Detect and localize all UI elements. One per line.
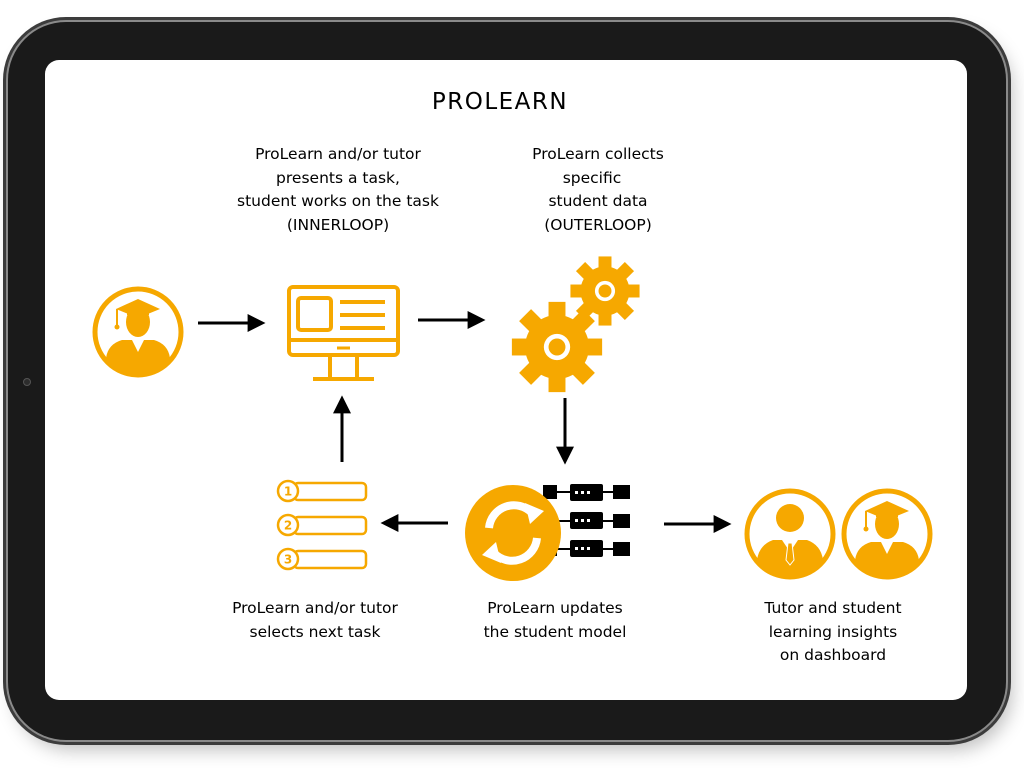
caption-update-model: ProLearn updates the student model bbox=[460, 597, 650, 644]
camera-dot bbox=[23, 378, 31, 386]
server-network-icon bbox=[543, 484, 630, 557]
volume-button-bottom bbox=[141, 19, 183, 23]
caption-line: (OUTERLOOP) bbox=[544, 215, 652, 234]
diagram-title: PROLEARN bbox=[431, 89, 569, 115]
student-graduate-icon bbox=[92, 286, 184, 378]
tutor-icon bbox=[744, 488, 836, 580]
student-graduate-icon bbox=[841, 488, 933, 580]
caption-present-task: ProLearn and/or tutor presents a task, s… bbox=[218, 143, 458, 237]
list-number: 3 bbox=[284, 553, 292, 567]
caption-line: student data bbox=[548, 192, 648, 210]
caption-line: (INNERLOOP) bbox=[286, 215, 390, 234]
caption-dashboard: Tutor and student learning insights on d… bbox=[748, 597, 918, 668]
caption-line: student works on the task bbox=[237, 192, 439, 210]
numbered-list-icon bbox=[276, 479, 368, 571]
caption-collect-data: ProLearn collects specific student data … bbox=[508, 143, 688, 237]
list-number: 2 bbox=[284, 519, 292, 533]
list-number: 1 bbox=[284, 485, 292, 499]
caption-line: ProLearn updates bbox=[487, 599, 623, 617]
caption-line: ProLearn collects bbox=[532, 145, 664, 163]
caption-line: selects next task bbox=[249, 622, 381, 641]
gears-icon bbox=[511, 256, 640, 393]
volume-button-top bbox=[88, 19, 130, 23]
caption-line: the student model bbox=[483, 622, 627, 641]
caption-line: presents a task, bbox=[276, 168, 400, 187]
side-button bbox=[5, 86, 9, 116]
tablet-screen bbox=[45, 60, 967, 700]
monitor-icon bbox=[287, 285, 400, 381]
caption-line: ProLearn and/or tutor bbox=[255, 145, 421, 163]
sync-icon bbox=[465, 485, 561, 581]
caption-line: on dashboard bbox=[779, 646, 887, 664]
caption-line: Tutor and student bbox=[764, 599, 902, 617]
caption-select-next: ProLearn and/or tutor selects next task bbox=[205, 597, 425, 644]
caption-line: learning insights bbox=[768, 622, 898, 641]
caption-line: specific bbox=[562, 168, 622, 187]
caption-line: ProLearn and/or tutor bbox=[232, 599, 398, 617]
